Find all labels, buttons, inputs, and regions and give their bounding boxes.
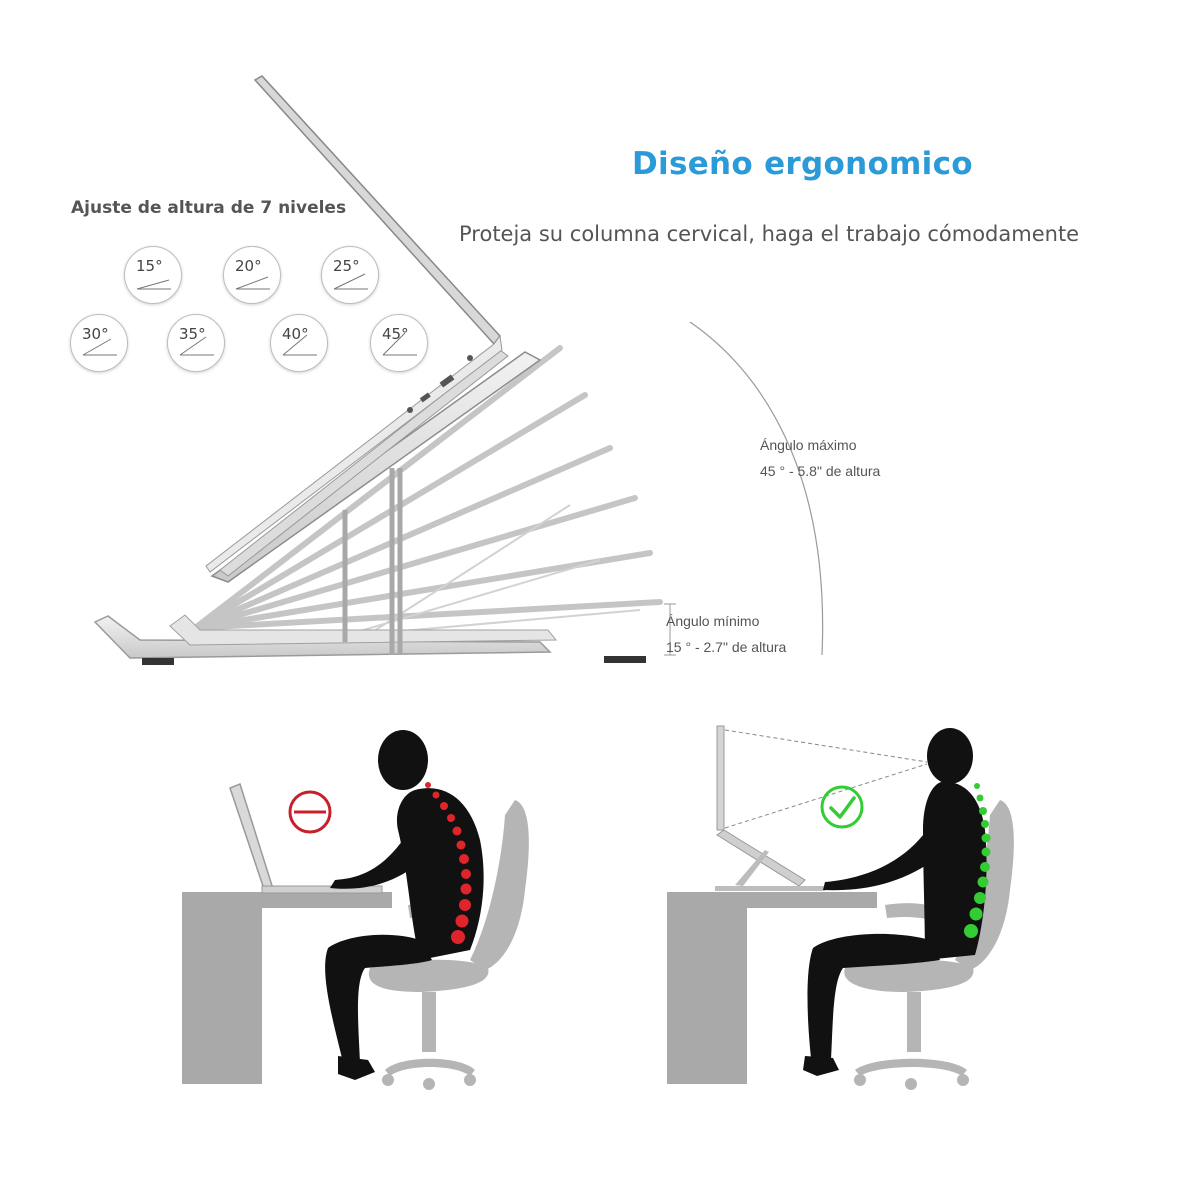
angle-badge-40: 40° bbox=[270, 314, 328, 372]
max-angle-note: Ángulo máximo 45 ° - 5.8" de altura bbox=[760, 432, 880, 484]
page-subtitle: Proteja su columna cervical, haga el tra… bbox=[459, 222, 1080, 246]
angle-badge-20: 20° bbox=[223, 246, 281, 304]
angle-badge-30: 30° bbox=[70, 314, 128, 372]
angle-indicator-icon bbox=[82, 338, 117, 356]
angle-label: 30° bbox=[82, 325, 109, 343]
laptop-on-stand bbox=[715, 725, 825, 891]
angle-label: 35° bbox=[179, 325, 206, 343]
min-angle-note: Ángulo mínimo 15 ° - 2.7" de altura bbox=[666, 608, 786, 660]
angle-label: 40° bbox=[282, 325, 309, 343]
angle-indicator-icon bbox=[282, 334, 317, 356]
angle-badge-25: 25° bbox=[321, 246, 379, 304]
min-angle-value: 15 ° - 2.7" de altura bbox=[666, 639, 787, 655]
angle-indicator-icon bbox=[136, 279, 171, 290]
max-angle-value: 45 ° - 5.8" de altura bbox=[760, 463, 881, 479]
angle-indicator-icon bbox=[333, 273, 368, 290]
angle-indicator-icon bbox=[382, 332, 417, 356]
page-title: Diseño ergonomico bbox=[632, 146, 973, 182]
angle-badge-15: 15° bbox=[124, 246, 182, 304]
prohibited-icon bbox=[288, 790, 332, 834]
checkmark-icon bbox=[820, 785, 864, 829]
laptop bbox=[229, 783, 276, 893]
angle-badge-45: 45° bbox=[370, 314, 428, 372]
max-angle-label: Ángulo máximo bbox=[760, 437, 857, 453]
angle-indicator-icon bbox=[235, 276, 270, 290]
angle-badge-35: 35° bbox=[167, 314, 225, 372]
angle-label: 20° bbox=[235, 257, 262, 275]
angle-indicator-icon bbox=[179, 336, 214, 356]
desk bbox=[667, 892, 877, 1084]
angle-label: 15° bbox=[136, 257, 163, 275]
laptop-stand-illustration bbox=[93, 75, 824, 665]
desk bbox=[182, 892, 392, 1084]
good-posture-scene bbox=[667, 725, 1014, 1090]
bad-posture-scene bbox=[182, 730, 529, 1090]
angle-label: 25° bbox=[333, 257, 360, 275]
sight-lines bbox=[724, 729, 928, 829]
levels-title: Ajuste de altura de 7 niveles bbox=[71, 198, 347, 218]
spine-indicator-good bbox=[964, 783, 991, 938]
angle-label: 45° bbox=[382, 325, 409, 343]
spine-indicator-bad bbox=[425, 782, 472, 944]
min-angle-label: Ángulo mínimo bbox=[666, 613, 760, 629]
